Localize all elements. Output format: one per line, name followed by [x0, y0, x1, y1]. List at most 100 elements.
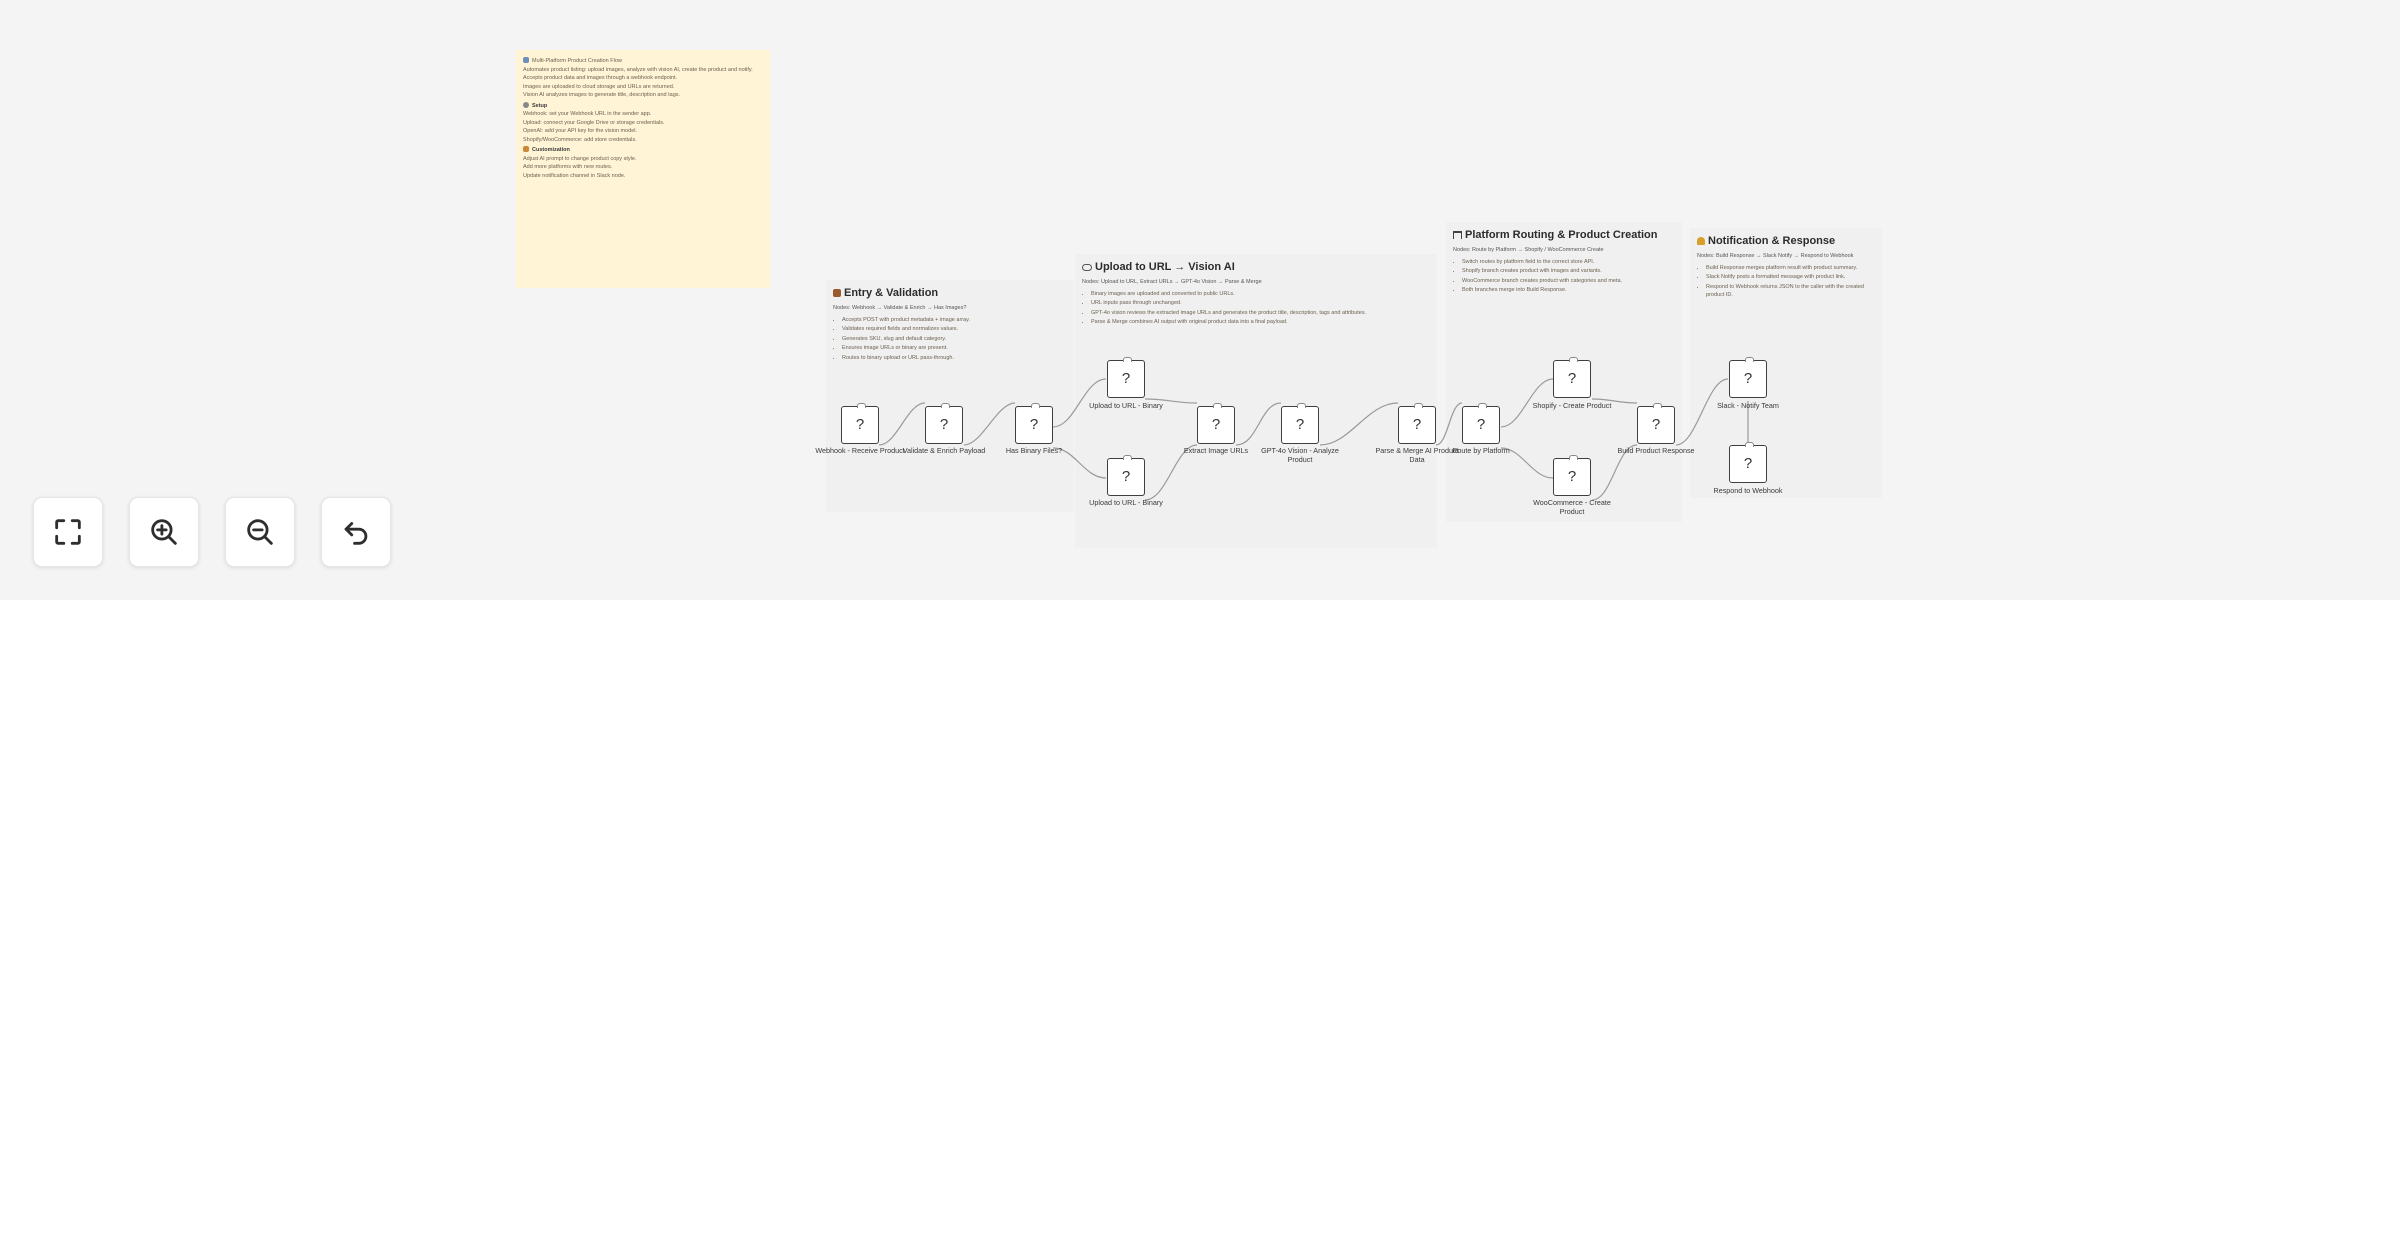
group-bullet: URL inputs pass through unchanged.	[1091, 299, 1431, 308]
group-bullet: Ensures image URLs or binary are present…	[842, 344, 1068, 353]
unknown-node-icon: ?	[855, 416, 865, 433]
group-bullet: Generates SKU, slug and default category…	[842, 335, 1068, 344]
zoom-in-button[interactable]	[129, 497, 199, 567]
group-nodes-line: Nodes: Build Response → Slack Notify → R…	[1697, 253, 1854, 260]
workflow-node[interactable]: ?	[841, 403, 879, 444]
node-label: Slack - Notify Team	[1717, 401, 1779, 410]
node-label: Build Product Response	[1617, 446, 1695, 455]
setup-title: Setup	[523, 101, 764, 111]
workflow-node[interactable]: ?	[1553, 357, 1591, 398]
unknown-node-icon: ?	[1211, 416, 1221, 433]
workflow-node[interactable]: ?	[1729, 357, 1767, 398]
connections-layer	[878, 378, 1749, 501]
connector-pin	[1213, 403, 1222, 408]
fit-view-icon	[55, 519, 81, 545]
unknown-node-icon: ?	[1651, 416, 1661, 433]
group-title: Entry & Validation	[833, 287, 1068, 300]
connector-pin	[1478, 403, 1487, 408]
connector-pin	[1653, 403, 1662, 408]
zoom-out-button[interactable]	[225, 497, 295, 567]
unknown-node-icon: ?	[1567, 370, 1577, 387]
workflow-node[interactable]: ?	[1398, 403, 1436, 444]
group-title: Upload to URL → Vision AI	[1082, 261, 1431, 274]
customization-line: Add more platforms with new routes.	[523, 164, 613, 171]
group-bullet: Validates required fields and normalizes…	[842, 325, 1068, 334]
connector-pin	[1745, 442, 1754, 447]
connection-uploadtop-extract	[1144, 398, 1198, 404]
group-title: Platform Routing & Product Creation	[1453, 229, 1676, 242]
overview-line: Automates product listing: upload images…	[523, 66, 753, 73]
connector-pin	[941, 403, 950, 408]
overview-sticky-note[interactable]: Multi-Platform Product Creation Flow Aut…	[516, 50, 770, 288]
connector-pin	[1123, 455, 1132, 460]
group-bullet: GPT-4o vision reviews the extracted imag…	[1091, 309, 1431, 318]
box-icon	[523, 146, 529, 153]
connector-pin	[1569, 455, 1578, 460]
workflow-node[interactable]: ?	[1553, 455, 1591, 496]
node-label: Shopify - Create Product	[1532, 401, 1612, 410]
group-nodes-line: Nodes: Route by Platform → Shopify / Woo…	[1453, 247, 1604, 254]
reset-button[interactable]	[321, 497, 391, 567]
workflow-node[interactable]: ?	[1729, 442, 1767, 483]
bell-icon	[1697, 237, 1705, 245]
connector-pin	[1745, 357, 1754, 362]
workflow-node[interactable]: ?	[1281, 403, 1319, 444]
group-entry-validation[interactable]: Entry & Validation Nodes: Webhook → Vali…	[826, 280, 1074, 512]
overview-line: Images are uploaded to cloud storage and…	[523, 83, 675, 90]
workflow-node[interactable]: ?	[1462, 403, 1500, 444]
workflow-node[interactable]: ?	[925, 403, 963, 444]
overview-title: Multi-Platform Product Creation Flow	[523, 57, 764, 66]
customization-line: Adjust AI prompt to change product copy …	[523, 155, 637, 162]
node-label: Respond to Webhook	[1713, 486, 1783, 495]
connection-build-slack	[1675, 378, 1729, 446]
group-bullets: Binary images are uploaded and converted…	[1082, 290, 1431, 327]
undo-icon	[344, 522, 368, 545]
cloud-icon	[1082, 264, 1092, 271]
unknown-node-icon: ?	[1295, 416, 1305, 433]
group-nodes-line: Nodes: Upload to URL, Extract URLs → GPT…	[1082, 279, 1262, 286]
zoom-out-icon	[247, 519, 273, 545]
setup-line: Shopify/WooCommerce: add store credentia…	[523, 136, 637, 143]
group-upload-vision[interactable]: Upload to URL → Vision AI Nodes: Upload …	[1075, 254, 1437, 548]
group-bullet: Routes to binary upload or URL pass-thro…	[842, 354, 1068, 363]
workflow-node[interactable]: ?	[1107, 455, 1145, 496]
connection-uploadbottom-extract	[1144, 444, 1198, 501]
customization-title: Customization	[523, 146, 764, 155]
customization-line: Update notification channel in Slack nod…	[523, 172, 626, 179]
connector-pin	[1569, 357, 1578, 362]
node-label: Upload to URL - Binary	[1089, 401, 1163, 410]
node-label: GPT-4o Vision - Analyze Product	[1261, 446, 1339, 464]
workflow-node[interactable]: ?	[1015, 403, 1053, 444]
unknown-node-icon: ?	[1567, 468, 1577, 485]
group-bullet: Accepts POST with product metadata + ima…	[842, 316, 1068, 325]
workflow-canvas[interactable]: Multi-Platform Product Creation Flow Aut…	[0, 0, 2400, 600]
workflow-node[interactable]: ?	[1107, 357, 1145, 398]
connection-hasbinary-uploadbottom	[1052, 447, 1107, 479]
unknown-node-icon: ?	[1121, 370, 1131, 387]
group-nodes-line: Nodes: Webhook → Validate & Enrich → Has…	[833, 305, 967, 312]
group-bullet: Switch routes by platform field to the c…	[1462, 258, 1676, 267]
group-notification-response[interactable]: Notification & Response Nodes: Build Res…	[1690, 228, 1882, 498]
connection-route-woocommerce	[1500, 447, 1554, 479]
node-label: Validate & Enrich Payload	[902, 446, 986, 455]
node-label: Upload to URL - Binary	[1089, 498, 1163, 507]
fit-view-button[interactable]	[33, 497, 103, 567]
connector-pin	[1031, 403, 1040, 408]
connector-pin	[1123, 357, 1132, 362]
connection-hasbinary-uploadtop	[1052, 378, 1107, 428]
connection-route-shopify	[1500, 378, 1554, 428]
group-bullet: Shopify branch creates product with imag…	[1462, 267, 1676, 276]
unknown-node-icon: ?	[1121, 468, 1131, 485]
workflow-node[interactable]: ?	[1637, 403, 1675, 444]
unknown-node-icon: ?	[1476, 416, 1486, 433]
door-icon	[833, 289, 841, 297]
setup-line: Upload: connect your Google Drive or sto…	[523, 119, 665, 126]
note-icon	[523, 57, 529, 63]
workflow-node[interactable]: ?	[1197, 403, 1235, 444]
connection-parse-route	[1435, 402, 1463, 446]
node-label: Webhook - Receive Product	[815, 446, 905, 455]
connection-extract-vision	[1235, 402, 1282, 446]
node-label: Route by Platform	[1452, 446, 1510, 455]
connector-pin	[1297, 403, 1306, 408]
connector-pin	[1414, 403, 1423, 408]
